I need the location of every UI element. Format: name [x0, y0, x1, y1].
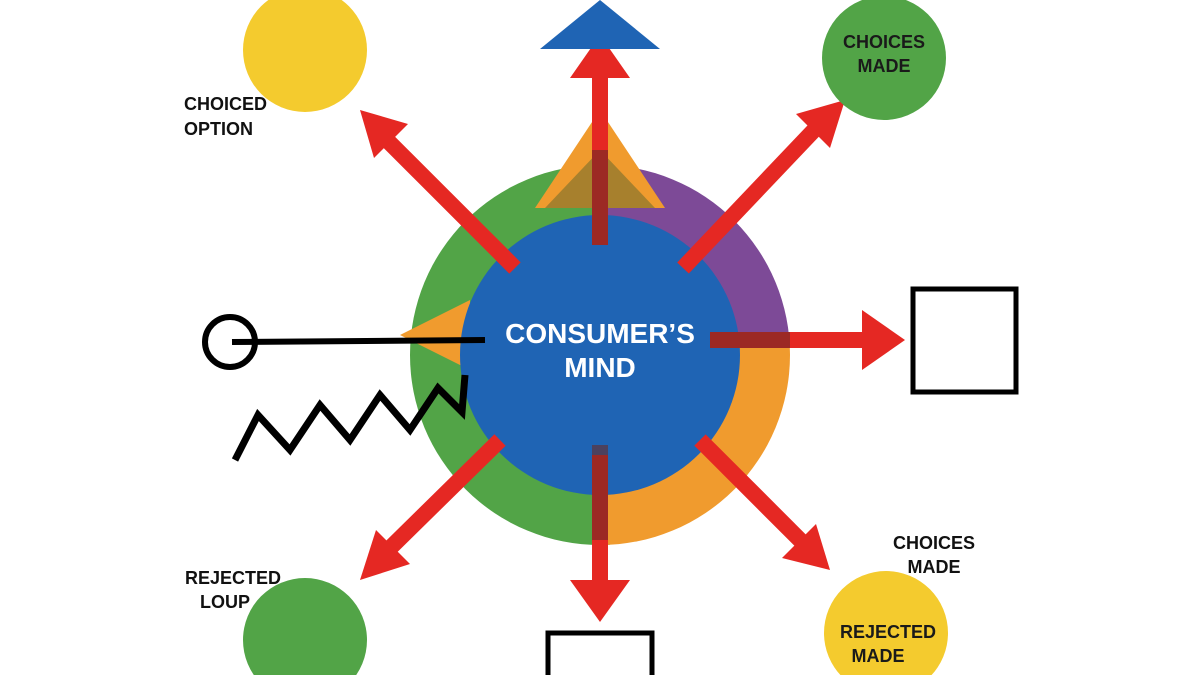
- top-left-yellow-circle: [243, 0, 367, 112]
- center-circle: [460, 215, 740, 495]
- top-right-circle-label-line1: CHOICES: [843, 32, 925, 52]
- center-label-line1: CONSUMER’S: [505, 318, 695, 349]
- top-right-green-circle: [822, 0, 946, 120]
- arrow-down-right: [694, 434, 830, 570]
- center-label-line2: MIND: [564, 352, 636, 383]
- zigzag-line: [231, 374, 469, 462]
- bottom-left-green-circle: [243, 578, 367, 675]
- bottom-right-above-label-line1: CHOICES: [893, 533, 975, 553]
- right-square: [910, 286, 1019, 395]
- left-orange-wedge: [400, 300, 470, 370]
- top-right-circle-label-line2: MADE: [858, 56, 911, 76]
- left-connector-line: [231, 337, 486, 345]
- bottom-left-label-line2: LOUP: [200, 592, 250, 612]
- bottom-right-circle-label-line1: REJECTED: [840, 622, 936, 642]
- arrow-up-right: [677, 100, 845, 274]
- arrow-overlaps: [592, 150, 790, 540]
- bottom-right-yellow-circle: [824, 571, 948, 675]
- top-blue-triangle: [540, 0, 660, 49]
- bottom-right-above-label-line2: MADE: [908, 557, 961, 577]
- arrow-down-left: [360, 434, 506, 580]
- bottom-square: [545, 630, 655, 675]
- bottom-right-circle-label-line2: MADE: [852, 646, 905, 666]
- top-left-label-line2: OPTION: [184, 119, 253, 139]
- bottom-left-label-line1: REJECTED: [185, 568, 281, 588]
- top-left-label-line1: CHOICED: [184, 94, 267, 114]
- left-connector: [202, 314, 486, 370]
- arrow-up-left: [360, 110, 521, 274]
